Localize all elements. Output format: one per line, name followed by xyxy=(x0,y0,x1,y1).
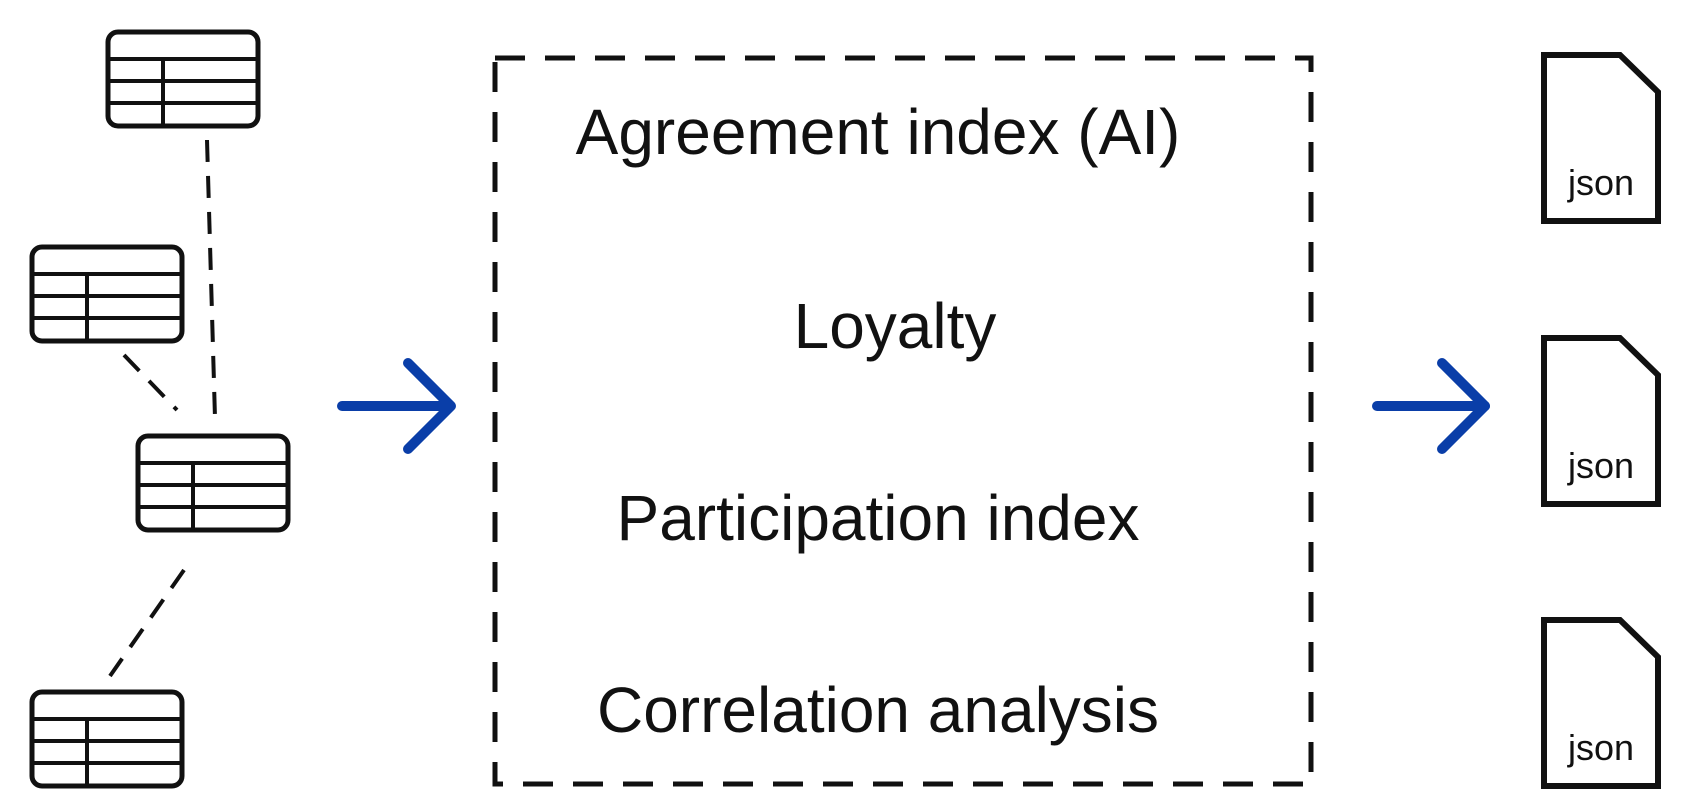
output-json-label: json xyxy=(1567,162,1634,203)
metric-participation-index: Participation index xyxy=(617,482,1140,554)
json-file-icon: json xyxy=(1541,52,1661,224)
arrow-head xyxy=(403,358,456,454)
link-top-to-hub xyxy=(205,139,217,419)
table-icon xyxy=(29,689,185,789)
input-links xyxy=(108,139,217,678)
table-icon xyxy=(135,433,291,533)
metric-loyalty: Loyalty xyxy=(794,290,997,362)
metrics-box xyxy=(492,55,1314,787)
arrow-right-icon xyxy=(337,358,456,454)
metric-agreement-index: Agreement index (AI) xyxy=(576,96,1181,168)
table-icon xyxy=(105,29,261,129)
document-outline xyxy=(1541,335,1661,507)
document-outline xyxy=(1541,617,1661,789)
output-json-label: json xyxy=(1567,727,1634,768)
link-hub-to-bottom xyxy=(108,568,186,678)
metric-correlation-analysis: Correlation analysis xyxy=(597,674,1159,746)
document-outline xyxy=(1541,52,1661,224)
table-icon xyxy=(29,244,185,344)
arrow-right-icon xyxy=(1372,358,1490,454)
output-json-label: json xyxy=(1567,445,1634,486)
link-left-to-hub xyxy=(122,353,179,412)
json-file-icon: json xyxy=(1541,617,1661,789)
json-file-icon: json xyxy=(1541,335,1661,507)
arrow-head xyxy=(1437,358,1490,454)
metrics-list: Agreement index (AI) Loyalty Participati… xyxy=(576,96,1181,746)
